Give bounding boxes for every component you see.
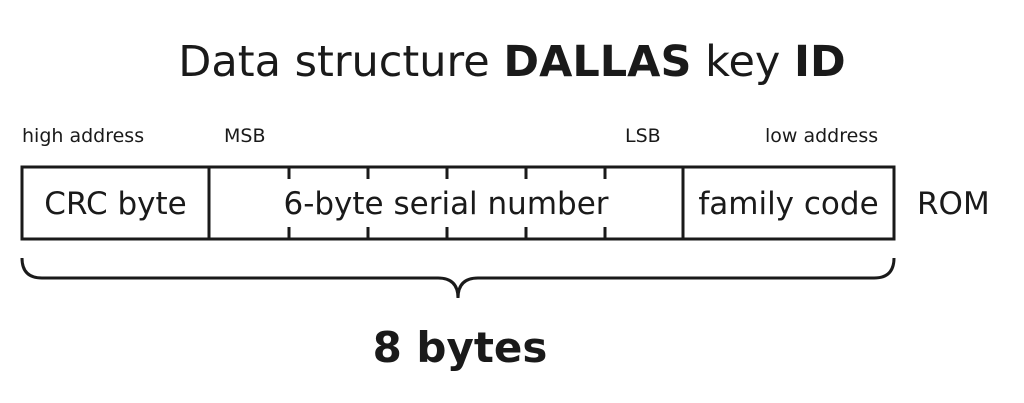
total-bytes-label: 8 bytes bbox=[372, 323, 548, 372]
title-bold-dallas: DALLAS bbox=[503, 37, 692, 87]
title-part1: Data structure bbox=[178, 37, 504, 87]
byte-ticks bbox=[287, 167, 607, 239]
lsb-label: LSB bbox=[625, 125, 661, 147]
family-code-field: family code bbox=[698, 186, 879, 222]
bytes-brace bbox=[20, 257, 896, 299]
crc-byte-field: CRC byte bbox=[44, 186, 187, 222]
diagram-title: Data structure DALLAS key ID bbox=[0, 34, 1024, 90]
rom-frame bbox=[20, 165, 896, 241]
msb-label: MSB bbox=[224, 125, 266, 147]
serial-number-field: 6-byte serial number bbox=[283, 186, 609, 222]
low-address-label: low address bbox=[765, 125, 879, 147]
title-part2: key bbox=[691, 37, 795, 87]
rom-label: ROM bbox=[917, 186, 990, 222]
high-address-label: high address bbox=[22, 125, 145, 147]
title-bold-id: ID bbox=[794, 37, 846, 87]
